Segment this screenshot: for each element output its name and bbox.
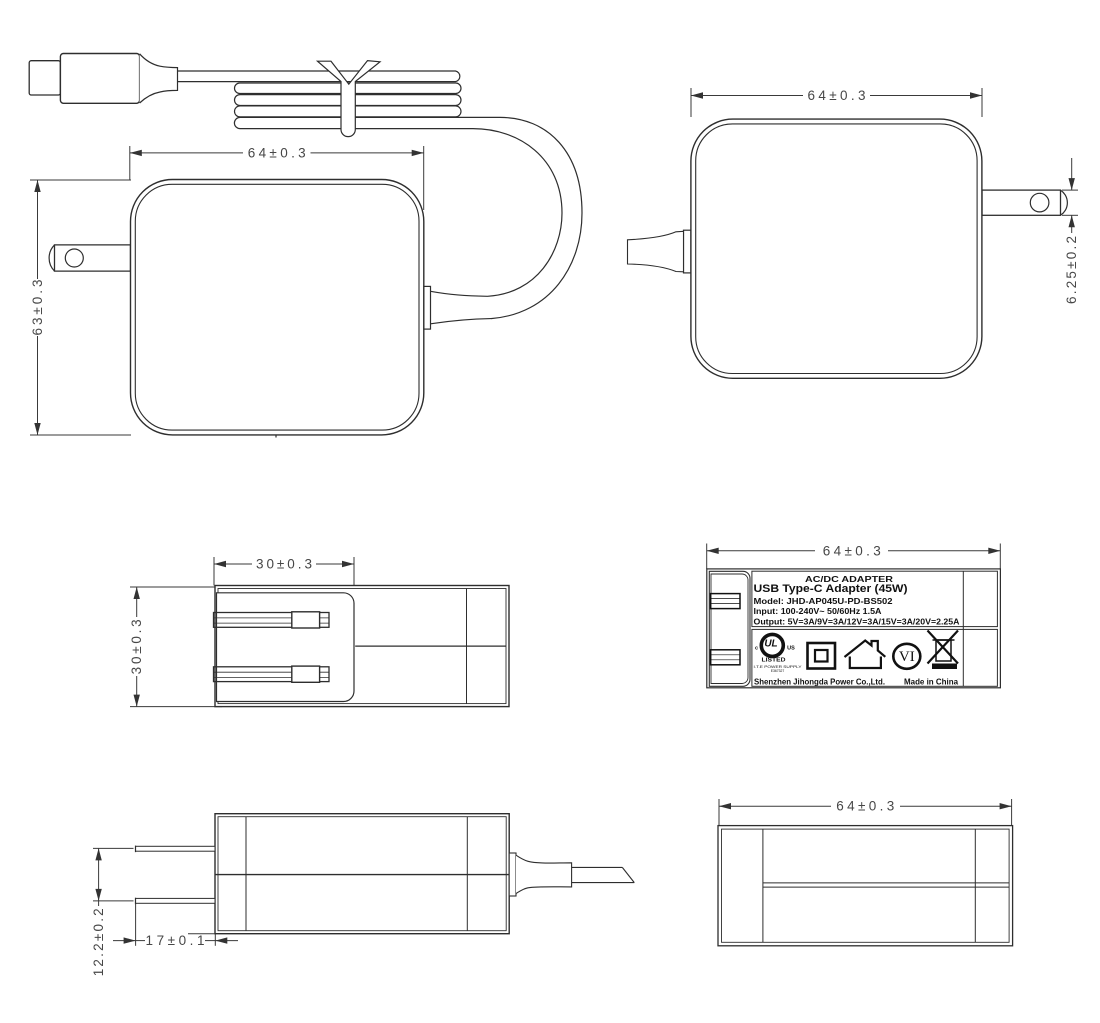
svg-text:AC/DC ADAPTER: AC/DC ADAPTER bbox=[805, 574, 894, 584]
svg-text:64±0.3: 64±0.3 bbox=[808, 88, 866, 103]
svg-text:USB Type-C Adapter (45W): USB Type-C Adapter (45W) bbox=[754, 583, 908, 595]
svg-text:Shenzhen Jihongda Power Co.,Lt: Shenzhen Jihongda Power Co.,Ltd. bbox=[754, 677, 885, 686]
svg-text:US: US bbox=[787, 646, 795, 652]
svg-text:30±0.3: 30±0.3 bbox=[129, 619, 144, 674]
svg-text:c: c bbox=[755, 646, 758, 652]
svg-text:E367327: E367327 bbox=[771, 669, 785, 673]
svg-text:Output: 5V=3A/9V=3A/12V=3A/15V: Output: 5V=3A/9V=3A/12V=3A/15V=3A/20V=2.… bbox=[754, 617, 960, 626]
svg-text:Model: JHD-AP045U-PD-BS502: Model: JHD-AP045U-PD-BS502 bbox=[754, 596, 893, 606]
svg-text:VI: VI bbox=[899, 649, 915, 665]
svg-text:I.T.E POWER SUPPLY: I.T.E POWER SUPPLY bbox=[754, 664, 802, 669]
svg-text:64±0.3: 64±0.3 bbox=[836, 799, 894, 814]
svg-text:64±0.3: 64±0.3 bbox=[823, 543, 881, 558]
svg-text:LISTED: LISTED bbox=[762, 657, 786, 663]
svg-text:Made in China: Made in China bbox=[904, 677, 958, 686]
svg-text:30±0.3: 30±0.3 bbox=[256, 557, 312, 572]
svg-text:Input: 100-240V~ 50/60Hz 1.5: Input: 100-240V~ 50/60Hz 1.5A bbox=[754, 606, 882, 616]
svg-text:63±0.3: 63±0.3 bbox=[30, 280, 45, 336]
svg-text:6.25±0.2: 6.25±0.2 bbox=[1064, 236, 1079, 304]
svg-text:64±0.3: 64±0.3 bbox=[248, 145, 306, 160]
svg-text:UL: UL bbox=[764, 639, 777, 650]
svg-text:17±0.1: 17±0.1 bbox=[146, 933, 205, 948]
svg-text:12.2±0.2: 12.2±0.2 bbox=[91, 908, 106, 976]
